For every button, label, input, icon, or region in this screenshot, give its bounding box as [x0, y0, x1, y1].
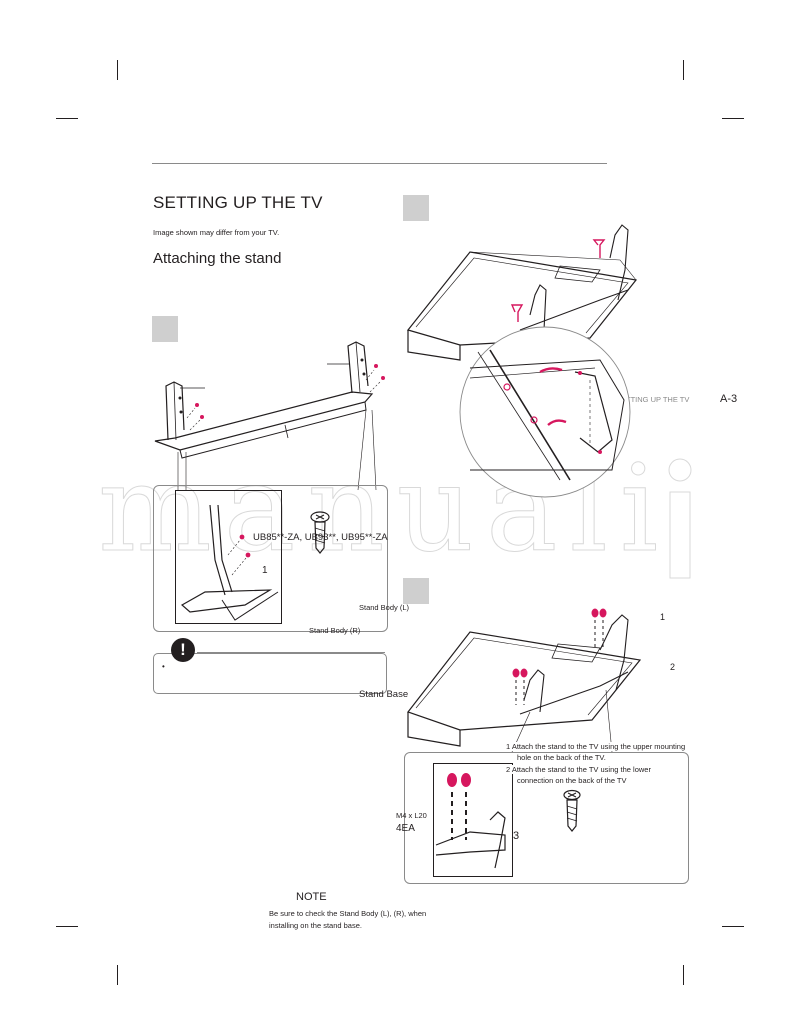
note-heading: NOTE: [296, 891, 327, 903]
screw-spec: M4 x L20: [396, 811, 427, 820]
screw-icon: [310, 511, 330, 554]
crop-mark: [683, 965, 684, 985]
label-stand-body-l: Stand Body (L): [359, 603, 410, 612]
crop-mark: [683, 60, 684, 80]
step-box-left: [152, 316, 178, 342]
step-number-1: 1: [660, 612, 666, 622]
crop-mark: [117, 965, 118, 985]
screw-icon: [563, 789, 581, 832]
screw-detail-frame: [404, 752, 689, 884]
warning-icon: !: [171, 638, 195, 662]
side-section-label: SETTING UP THE TV: [616, 395, 690, 404]
caution-box: [153, 653, 387, 694]
stand-detail-number: 1: [262, 565, 268, 576]
crop-mark: [56, 118, 78, 119]
crop-mark: [117, 60, 118, 80]
instruction-1-cont: hole on the back of the TV.: [517, 753, 606, 762]
instruction-2-cont: connection on the back of the TV: [517, 776, 627, 785]
note-line-2: installing on the stand base.: [269, 921, 362, 930]
stand-detail-inner-frame: [175, 490, 282, 624]
step-box-right-top: [403, 195, 429, 221]
step-box-right-bottom: [403, 578, 429, 604]
subsection-title: Attaching the stand: [153, 250, 282, 267]
label-stand-base: Stand Base: [359, 689, 409, 700]
screw-detail-number: 3: [513, 830, 520, 842]
section-title: SETTING UP THE TV: [153, 193, 323, 212]
note-line-1: Be sure to check the Stand Body (L), (R)…: [269, 909, 427, 918]
caution-bullet: •: [162, 662, 165, 671]
screw-detail-inner-frame: [433, 763, 513, 877]
disclaimer-text: Image shown may differ from your TV.: [153, 228, 280, 237]
stand-detail-frame: [153, 485, 388, 632]
crop-mark: [722, 926, 744, 927]
page-number: A-3: [720, 393, 738, 405]
header-rule: [152, 163, 607, 164]
crop-mark: [56, 926, 78, 927]
caution-box-rule: [197, 652, 385, 653]
step-number-2: 2: [670, 662, 676, 672]
label-stand-body-r: Stand Body (R): [309, 626, 361, 635]
model-list: UB85**-ZA, UB93**, UB95**-ZA: [253, 532, 388, 543]
instruction-2: 2 Attach the stand to the TV using the l…: [506, 765, 651, 774]
instruction-1: 1 Attach the stand to the TV using the u…: [506, 742, 686, 751]
screw-qty: 4EA: [396, 823, 415, 834]
crop-mark: [722, 118, 744, 119]
